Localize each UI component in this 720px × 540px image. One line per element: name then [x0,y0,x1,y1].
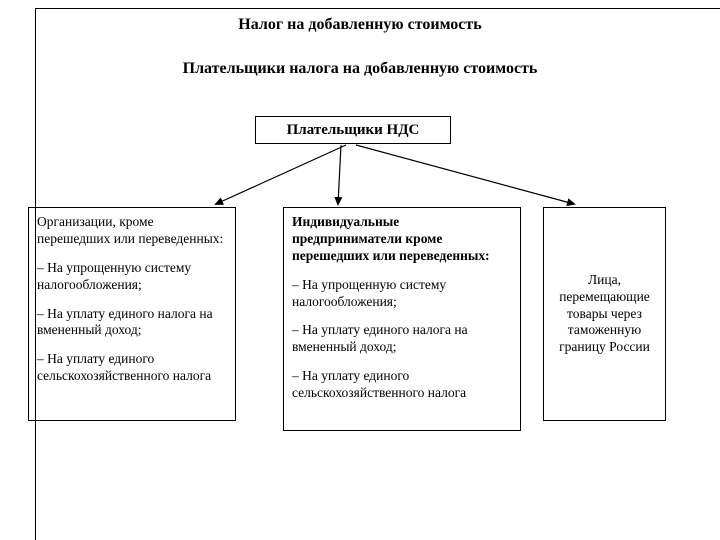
box-individual-entrepreneurs-heading: Индивидуальные предприниматели кроме пер… [292,214,490,263]
arrow-to-left-box [214,144,347,205]
arrow-to-middle-box [334,144,343,206]
box-individual-entrepreneurs: Индивидуальные предприниматели кроме пер… [283,207,521,431]
box-organizations-heading: Организации, кроме перешедших или переве… [37,214,224,246]
box-organizations-item: – На уплату единого налога на вмененный … [37,305,213,338]
box-individual-entrepreneurs-item: – На уплату единого налога на вмененный … [292,322,468,355]
box-individual-entrepreneurs-item: – На упрощенную систему налогообложения; [292,276,447,309]
box-persons-moving-goods-text: Лица, перемещающие товары через таможенн… [559,271,650,355]
root-box-vat-payers: Плательщики НДС [255,116,451,144]
box-individual-entrepreneurs-item: – На уплату единого сельскохозяйственног… [292,368,467,400]
connector-arrows [214,144,576,207]
page-title: Налог на добавленную стоимость [238,16,482,33]
arrow-to-right-box [355,144,576,207]
box-persons-moving-goods: Лица, перемещающие товары через таможенн… [543,207,666,421]
box-organizations-item: – На упрощенную систему налогообложения; [37,259,192,292]
box-organizations: Организации, кроме перешедших или переве… [28,207,236,421]
page-subtitle: Плательщики налога на добавленную стоимо… [182,60,538,77]
box-organizations-item: – На уплату единого сельскохозяйственног… [37,351,212,384]
